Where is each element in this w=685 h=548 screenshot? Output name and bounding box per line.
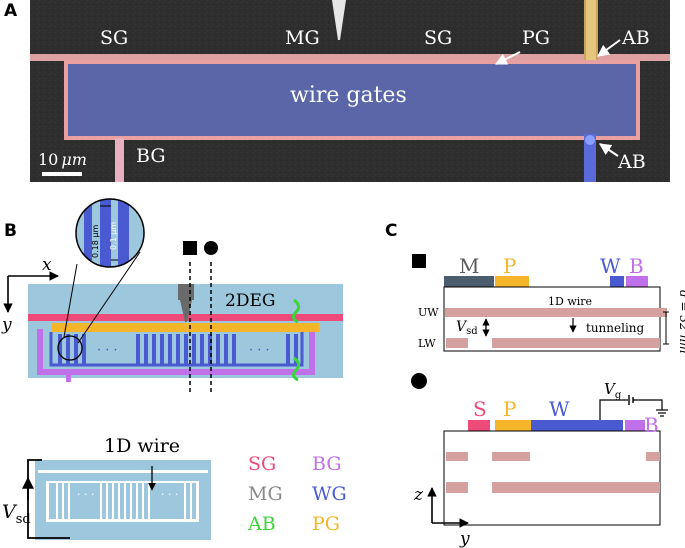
label-uw: UW <box>418 306 439 319</box>
gate-m: M <box>459 254 479 278</box>
label-ab-bottom: AB <box>617 151 646 173</box>
label-vg: Vg <box>604 380 622 401</box>
cross-section-top <box>443 276 669 352</box>
dots-right: · · · <box>249 343 270 358</box>
legend-sg: SG <box>248 453 276 475</box>
dots-left: · · · <box>97 343 118 358</box>
label-tunneling: tunneling <box>586 321 645 335</box>
wire-dots-right: · · · <box>161 488 178 501</box>
label-pg: PG <box>522 27 550 49</box>
label-vsd-b: Vsd <box>2 501 31 527</box>
axis-y-label: y <box>1 315 12 335</box>
axis-z-label: z <box>413 485 424 505</box>
zoom-inset <box>75 198 145 268</box>
panel-c-label: C <box>385 221 397 241</box>
pg-arrow <box>494 51 521 65</box>
cross-section-bottom <box>427 395 668 528</box>
label-ab-top: AB <box>621 27 650 49</box>
label-sg-right: SG <box>424 27 452 49</box>
axis-y-label-c: y <box>459 529 470 548</box>
gate-s: S <box>473 397 487 421</box>
gate-b-top: B <box>629 254 644 278</box>
gate-w-top: W <box>600 254 621 278</box>
panel-b-label: B <box>4 221 17 241</box>
wire-schematic <box>22 459 211 540</box>
ab-bottom-arrow <box>599 143 619 157</box>
gate-b-bottom: B <box>644 413 659 437</box>
xy-axes <box>3 271 59 313</box>
sem-image <box>30 0 670 182</box>
label-d: d = 32 nm <box>677 290 685 354</box>
gate-p-top: P <box>503 254 516 278</box>
label-bg: BG <box>136 145 166 167</box>
gate-p-bottom: P <box>503 397 516 421</box>
zoom-gap-label: 0.1 μm <box>109 222 118 250</box>
legend-wg: WG <box>312 483 347 505</box>
legend-bg: BG <box>312 453 342 475</box>
wire-dots-left: · · · <box>77 488 94 501</box>
ab-top-arrow <box>597 39 621 57</box>
label-lw: LW <box>418 337 436 350</box>
label-wire-gates: wire gates <box>290 83 407 108</box>
label-mg: MG <box>285 27 320 49</box>
zoom-width-label: 0.18 μm <box>91 225 100 258</box>
label-1d-wire: 1D wire <box>104 435 180 457</box>
label-1d-wire-c: 1D wire <box>548 295 592 308</box>
legend-pg: PG <box>312 513 340 535</box>
square-marker <box>412 254 426 268</box>
gate-w-bottom: W <box>549 397 570 421</box>
legend-ab: AB <box>247 513 276 535</box>
label-2deg: 2DEG <box>225 291 275 311</box>
axis-x-label: x <box>42 255 52 275</box>
legend: SG BG MG WG AB PG <box>247 453 347 535</box>
label-vsd-c: Vsd <box>456 319 478 337</box>
panel-a-label: A <box>4 1 18 21</box>
label-sg-left: SG <box>100 27 128 49</box>
circle-marker <box>411 373 427 389</box>
device-schematic <box>28 241 343 392</box>
legend-mg: MG <box>248 483 283 505</box>
